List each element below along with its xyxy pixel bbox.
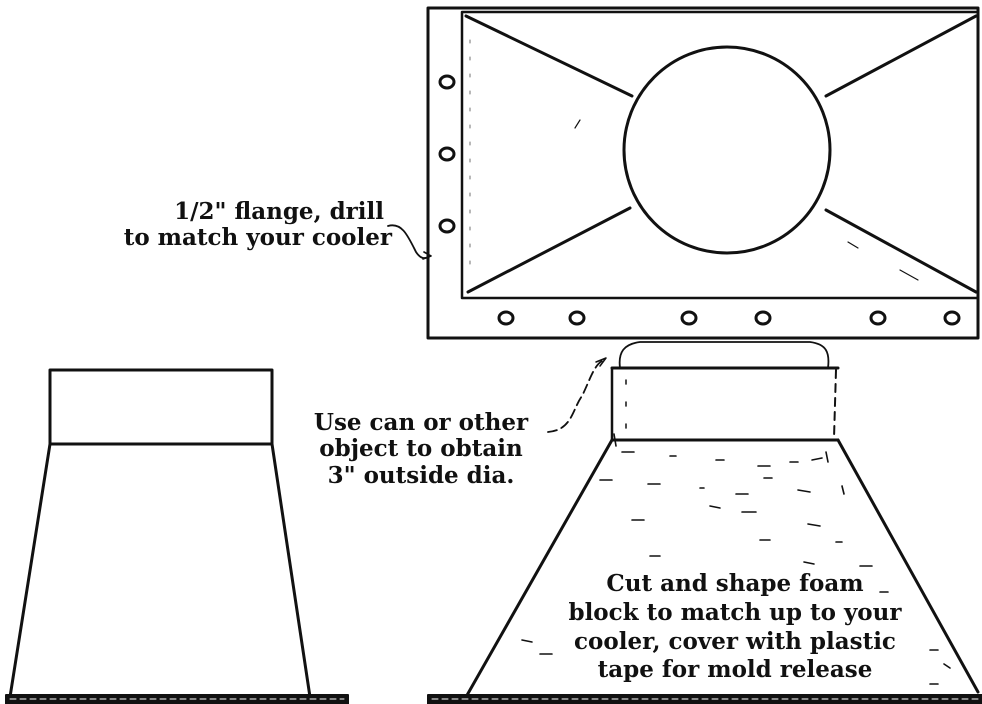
- can-note: Use can or other object to obtain 3" out…: [296, 409, 546, 489]
- bolt-hole: [943, 310, 961, 326]
- bolt-hole: [438, 218, 456, 234]
- foam-note-line4: tape for mold release: [597, 656, 873, 684]
- can-leader-line: [547, 359, 605, 433]
- bolt-hole: [680, 310, 698, 326]
- plain-cone-right-edge: [270, 442, 312, 699]
- flange-note: 1/2" flange, drill to match your cooler: [80, 198, 392, 252]
- bolt-hole: [497, 310, 515, 326]
- diagonal-bottom-left: [466, 206, 632, 294]
- foam-left-edge: [464, 438, 614, 699]
- diagonal-top-right: [824, 14, 978, 98]
- foam-texture: [521, 433, 951, 685]
- can-note-line1: Use can or other: [313, 409, 529, 436]
- foam-note-line2: block to match up to your: [568, 598, 902, 626]
- side-view-foam: [427, 341, 982, 704]
- can-right-edge-dashed: [833, 369, 837, 439]
- foam-note-line1: Cut and shape foam: [606, 570, 864, 597]
- foam-right-edge: [836, 438, 980, 694]
- flange-leader-arrow: [387, 224, 431, 259]
- foam-note: Cut and shape foam block to match up to …: [552, 570, 918, 685]
- top-view-flange: [426, 6, 980, 340]
- plain-cone-left-edge: [8, 442, 52, 699]
- bolt-hole: [438, 74, 456, 90]
- can-note-line3: 3" outside dia.: [327, 461, 515, 489]
- plain-can-section: [48, 368, 274, 446]
- diagonal-bottom-right: [824, 208, 978, 294]
- bolt-hole: [754, 310, 772, 326]
- can-note-line2: object to obtain: [319, 435, 523, 463]
- diameter-bracket: [618, 341, 830, 369]
- bolt-hole: [869, 310, 887, 326]
- flange-note-line1: 1/2" flange, drill: [174, 198, 384, 225]
- diagonal-top-left: [464, 14, 634, 98]
- bolt-hole: [568, 310, 586, 326]
- foam-note-line3: cooler, cover with plastic: [574, 627, 896, 655]
- bolt-hole: [438, 146, 456, 162]
- side-view-plain: [5, 368, 349, 704]
- throat-circle: [622, 45, 832, 255]
- flange-note-line2: to match your cooler: [123, 224, 392, 252]
- plain-base-bar: [5, 694, 349, 704]
- flange-inner-border: [460, 10, 980, 300]
